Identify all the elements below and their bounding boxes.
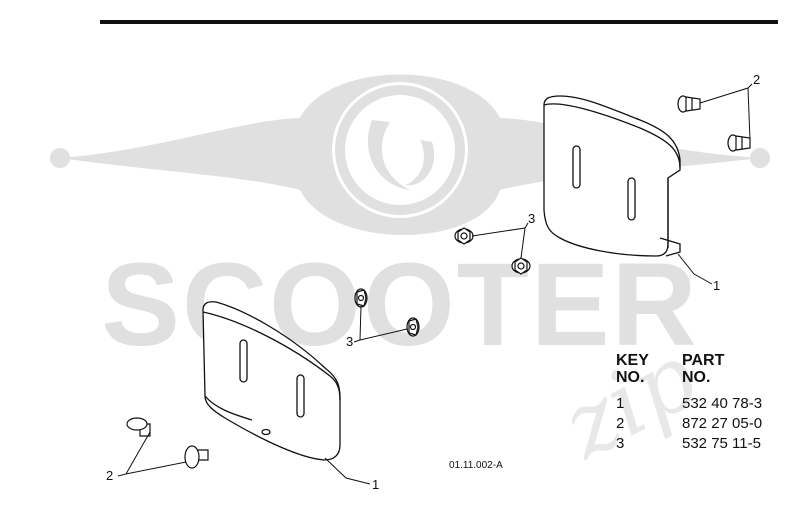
key-no: 3 bbox=[616, 435, 625, 452]
callout-part-2-upper: 2 bbox=[753, 72, 761, 87]
parts-table: KEY NO. PART NO. 1 532 40 78-3 2 872 27 … bbox=[616, 352, 762, 454]
carriage-bolt-lower-1 bbox=[126, 417, 151, 437]
callout-part-1-upper: 1 bbox=[713, 278, 721, 293]
carriage-bolt-upper-1 bbox=[677, 95, 701, 113]
callout-part-1-lower: 1 bbox=[372, 477, 380, 492]
carriage-bolt-upper-2 bbox=[727, 134, 751, 152]
header-part-line2: NO. bbox=[682, 369, 711, 386]
header-key-line1: KEY bbox=[616, 352, 649, 369]
flange-nut-upper-2 bbox=[511, 257, 531, 275]
header-part-line1: PART bbox=[682, 352, 725, 369]
callout-part-3-lower: 3 bbox=[346, 334, 354, 349]
flange-nut-lower-1 bbox=[354, 288, 368, 308]
parts-table-row: 3 532 75 11-5 bbox=[616, 434, 762, 454]
parts-table-header: KEY NO. PART NO. bbox=[616, 352, 762, 386]
parts-table-row: 2 872 27 05-0 bbox=[616, 414, 762, 434]
header-rule bbox=[100, 20, 778, 24]
key-no: 1 bbox=[616, 395, 625, 412]
parts-table-row: 1 532 40 78-3 bbox=[616, 394, 762, 414]
callout-part-3-upper: 3 bbox=[528, 211, 536, 226]
flange-nut-upper-1 bbox=[454, 227, 474, 245]
drawing-reference-code: 01.11.002-A bbox=[449, 460, 503, 471]
skid-shoe-upper bbox=[543, 95, 681, 257]
flange-nut-lower-2 bbox=[406, 317, 420, 337]
part-no: 872 27 05-0 bbox=[682, 415, 763, 432]
callout-part-2-lower: 2 bbox=[106, 468, 114, 483]
leader-lines bbox=[117, 83, 753, 485]
skid-shoe-lower bbox=[202, 301, 341, 461]
header-key-line2: NO. bbox=[616, 369, 645, 386]
part-no: 532 40 78-3 bbox=[682, 395, 763, 412]
part-no: 532 75 11-5 bbox=[682, 435, 761, 452]
key-no: 2 bbox=[616, 415, 625, 432]
watermark-text: SCOOTER bbox=[101, 239, 699, 371]
carriage-bolt-lower-2 bbox=[184, 445, 209, 469]
